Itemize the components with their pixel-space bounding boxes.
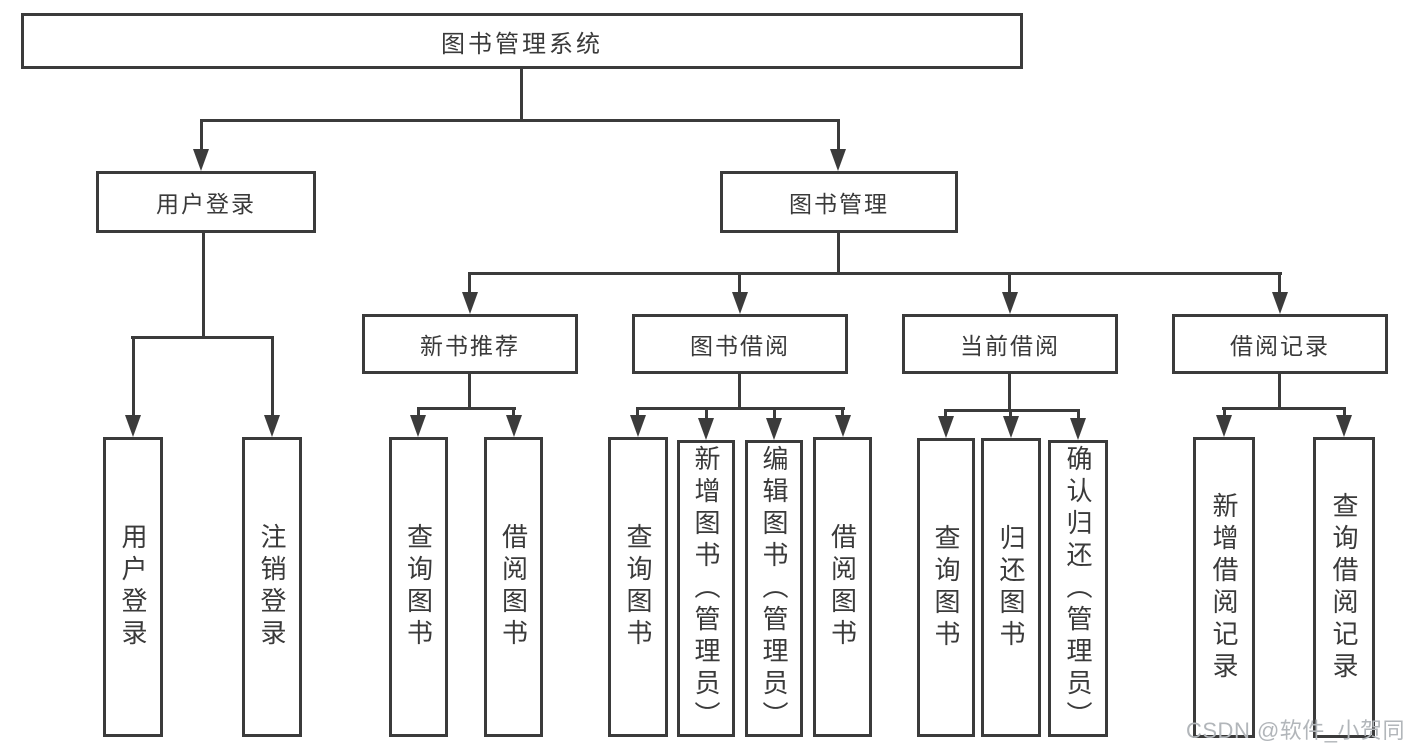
arrow-down xyxy=(698,418,714,440)
leaf-edit-book-admin: 编辑图书（管理员） xyxy=(745,440,803,737)
arrow-down xyxy=(938,416,954,438)
leaf-confirm-return-admin: 确认归还（管理员） xyxy=(1048,440,1108,737)
connector-line xyxy=(202,233,205,338)
arrow-down xyxy=(506,415,522,437)
connector-line xyxy=(271,336,274,417)
connector-line xyxy=(468,272,471,296)
leaf-label: 借阅图书 xyxy=(827,523,858,651)
arrow-down xyxy=(1216,415,1232,437)
arrow-down xyxy=(1002,292,1018,314)
leaf-label: 用户登录 xyxy=(118,523,148,651)
connector-line xyxy=(1009,409,1012,419)
connector-line xyxy=(417,407,420,417)
leaf-label: 编辑图书（管理员） xyxy=(759,444,789,733)
connector-line xyxy=(520,69,523,119)
connector-line xyxy=(200,119,203,152)
connector-line xyxy=(1343,407,1346,417)
connector-line xyxy=(738,272,741,296)
node-label: 图书管理 xyxy=(789,191,889,217)
arrow-down xyxy=(125,415,141,437)
leaf-label: 查询借阅记录 xyxy=(1329,491,1359,684)
leaf-label: 确认归还（管理员） xyxy=(1063,444,1093,733)
leaf-label: 新增图书（管理员） xyxy=(691,444,721,733)
connector-line xyxy=(1278,374,1281,409)
connector-line xyxy=(468,272,1282,275)
leaf-label: 注销登录 xyxy=(257,523,287,651)
connector-line xyxy=(837,119,840,152)
leaf-label: 查询图书 xyxy=(931,523,961,652)
node-book-management: 图书管理 xyxy=(720,171,958,233)
csdn-watermark: CSDN @软件_小贺同学 xyxy=(1186,718,1405,743)
arrow-down xyxy=(264,415,280,437)
arrow-down xyxy=(830,149,846,171)
arrow-down xyxy=(1336,415,1352,437)
node-label: 当前借阅 xyxy=(960,333,1060,359)
node-borrowing-records: 借阅记录 xyxy=(1172,314,1388,374)
connector-line xyxy=(837,233,840,274)
leaf-user-login: 用户登录 xyxy=(103,437,163,737)
arrow-down xyxy=(1003,416,1019,438)
node-current-borrowing: 当前借阅 xyxy=(902,314,1118,374)
connector-line xyxy=(1077,409,1080,421)
arrow-down xyxy=(410,415,426,437)
leaf-add-book-admin: 新增图书（管理员） xyxy=(677,440,735,737)
leaf-borrow-books-borrowing: 借阅图书 xyxy=(813,437,872,737)
connector-line xyxy=(512,407,515,417)
leaf-query-books-current: 查询图书 xyxy=(917,438,975,737)
leaf-query-books-borrowing: 查询图书 xyxy=(608,437,668,737)
connector-line xyxy=(705,407,708,420)
connector-line xyxy=(1278,272,1281,296)
connector-line xyxy=(1222,407,1346,410)
arrow-down xyxy=(462,292,478,314)
node-label: 新书推荐 xyxy=(420,333,520,359)
connector-line xyxy=(131,336,274,339)
connector-line xyxy=(417,407,516,410)
connector-line xyxy=(944,409,947,419)
leaf-return-book: 归还图书 xyxy=(981,438,1041,737)
node-label: 用户登录 xyxy=(156,191,256,217)
arrow-down xyxy=(1272,292,1288,314)
leaf-query-books-recommend: 查询图书 xyxy=(389,437,448,737)
connector-line xyxy=(468,374,471,409)
leaf-label: 借阅图书 xyxy=(498,523,529,651)
arrow-down xyxy=(193,149,209,171)
leaf-label: 查询图书 xyxy=(403,523,434,651)
node-library-system: 图书管理系统 xyxy=(21,13,1023,69)
connector-line xyxy=(944,409,1080,412)
node-label: 图书管理系统 xyxy=(441,30,603,58)
leaf-label: 归还图书 xyxy=(996,523,1026,652)
connector-line xyxy=(841,407,844,417)
leaf-add-borrow-record: 新增借阅记录 xyxy=(1193,437,1255,738)
node-user-login: 用户登录 xyxy=(96,171,316,233)
node-book-borrowing: 图书借阅 xyxy=(632,314,848,374)
leaf-label: 新增借阅记录 xyxy=(1209,491,1239,684)
connector-line xyxy=(636,407,639,417)
connector-line xyxy=(1223,407,1226,417)
connector-line xyxy=(636,407,845,410)
connector-line xyxy=(738,374,741,409)
leaf-query-borrow-record: 查询借阅记录 xyxy=(1313,437,1375,738)
arrow-down xyxy=(630,415,646,437)
leaf-logout: 注销登录 xyxy=(242,437,302,737)
node-new-book-recommendation: 新书推荐 xyxy=(362,314,578,374)
connector-line xyxy=(200,119,840,122)
arrow-down xyxy=(766,418,782,440)
node-label: 图书借阅 xyxy=(690,333,790,359)
node-label: 借阅记录 xyxy=(1230,333,1330,359)
connector-line xyxy=(1008,374,1011,411)
arrow-down xyxy=(835,415,851,437)
arrow-down xyxy=(732,292,748,314)
leaf-borrow-books-recommend: 借阅图书 xyxy=(484,437,543,737)
arrow-down xyxy=(1070,418,1086,440)
leaf-label: 查询图书 xyxy=(623,523,653,651)
connector-line xyxy=(773,407,776,420)
connector-line xyxy=(1008,272,1011,296)
connector-line xyxy=(132,336,135,417)
